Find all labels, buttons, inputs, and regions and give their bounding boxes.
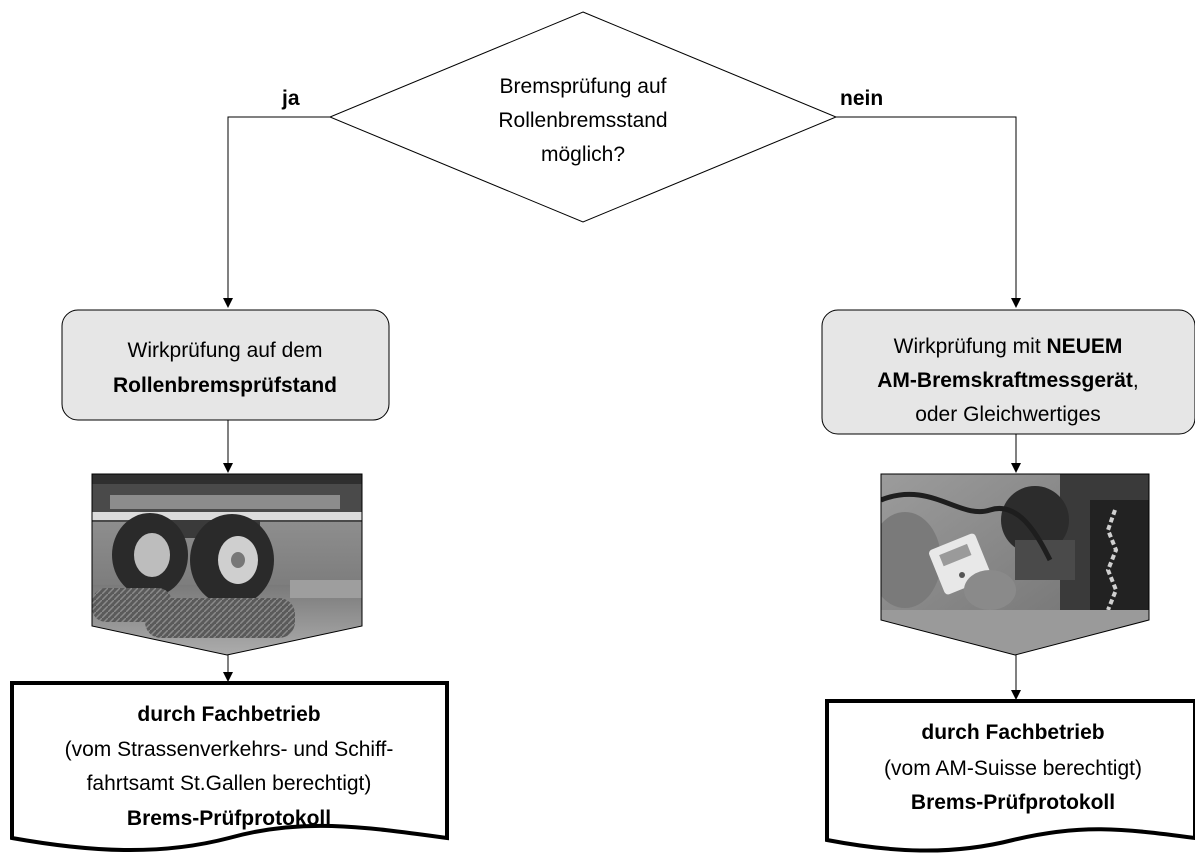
left-process-box: Wirkprüfung auf dem Rollenbremsprüfstand [61,309,390,421]
left-process-rect [61,309,390,421]
brake-force-meter-photo [880,473,1150,656]
yes-label: ja [281,87,300,110]
left-box-line-2: Rollenbremsprüfstand [113,374,337,397]
right-box-line-1: Wirkprüfung mit NEUEM [894,335,1123,358]
right-box-line-2-normal: , [1133,369,1139,392]
right-doc-line-2: (vom AM-Suisse berechtigt) [884,757,1142,780]
left-box-line-1: Wirkprüfung auf dem [128,339,323,362]
right-box-line-1-bold: NEUEM [1047,335,1123,358]
decision-line-3: möglich? [541,143,625,166]
right-doc-footer: Brems-Prüfprotokoll [911,791,1115,814]
right-doc-title: durch Fachbetrieb [921,721,1104,744]
left-doc-footer: Brems-Prüfprotokoll [127,807,331,830]
right-box-line-2: AM-Bremskraftmessgerät, [877,369,1138,392]
decision-node: Bremsprüfung auf Rollenbremsstand möglic… [328,11,838,223]
right-box-line-2-bold: AM-Bremskraftmessgerät [877,369,1133,392]
decision-line-1: Bremsprüfung auf [500,75,667,98]
right-box-line-3: oder Gleichwertiges [915,403,1101,426]
left-doc-title: durch Fachbetrieb [137,703,320,726]
no-label: nein [840,87,883,110]
roller-brake-tester-photo [91,473,363,656]
yes-branch-line [223,116,330,308]
right-document-node: durch Fachbetrieb (vom AM-Suisse berecht… [825,699,1195,853]
left-photo-frame [91,473,363,656]
right-document-shape [825,699,1195,853]
right-photo-frame [880,473,1150,656]
no-branch-line [836,116,1021,308]
right-box-line-1-normal: Wirkprüfung mit [894,335,1047,358]
decision-diamond [328,11,838,223]
left-doc-line-2: (vom Strassenverkehrs- und Schiff- [65,738,394,761]
decision-line-2: Rollenbremsstand [498,109,667,132]
right-process-box: Wirkprüfung mit NEUEM AM-Bremskraftmessg… [821,309,1195,435]
left-doc-line-3: fahrtsamt St.Gallen berechtigt) [87,772,372,795]
left-document-shape [10,681,449,853]
right-process-rect [821,309,1195,435]
left-document-node: durch Fachbetrieb (vom Strassenverkehrs-… [10,681,449,853]
